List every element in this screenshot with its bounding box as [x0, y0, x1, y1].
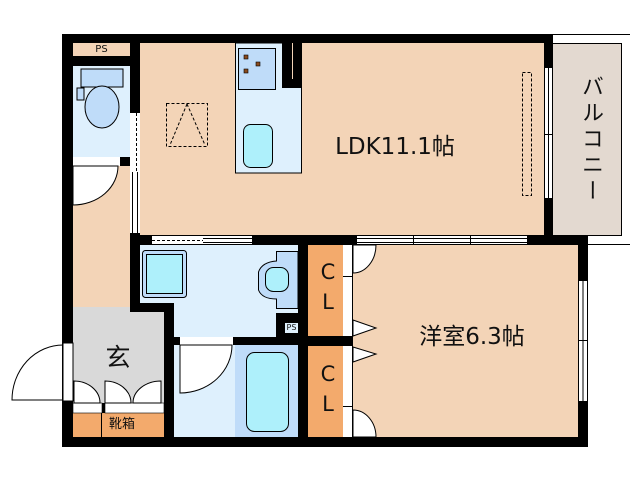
wall-closet-divider [298, 336, 353, 346]
wall-hallway-ldk [130, 43, 140, 245]
pipe-space-washroom-label: PS [286, 323, 297, 332]
wall-washroom-left [130, 245, 140, 312]
western-room [353, 245, 578, 437]
entrance-label: 玄 [105, 343, 131, 372]
wall-ldk-right [544, 34, 553, 245]
wall-entrance-top [130, 303, 174, 312]
balcony-area [553, 43, 622, 236]
closet-lower [308, 346, 343, 437]
wall-wash-bath [174, 337, 298, 345]
wall-toilet-door-jamb [120, 157, 130, 166]
wall-bottom [62, 437, 588, 447]
washroom-upper [140, 245, 298, 303]
closet-upper [308, 245, 343, 336]
hallway [73, 166, 130, 307]
wall-western-right [578, 235, 588, 447]
pipe-space-top-label: PS [95, 44, 108, 55]
shoe-cabinet-label: 靴箱 [108, 417, 135, 432]
wall-top [62, 34, 553, 43]
ldk-label: LDK11.1帖 [335, 134, 455, 160]
bathroom-floor [174, 345, 235, 437]
pipe-space-top [73, 43, 130, 56]
closet-upper-label: CL [316, 260, 340, 320]
wall-left [62, 34, 73, 447]
toilet-room [73, 66, 130, 157]
shoe-cabinet [73, 413, 164, 437]
western-room-label: 洋室6.3帖 [419, 324, 525, 350]
shoe-door-separator [102, 403, 105, 413]
balcony-label: バルコニー [578, 74, 603, 205]
closet-lower-label: CL [316, 362, 340, 422]
bathtub-area [235, 345, 298, 437]
wall-ps-bottom [73, 56, 130, 66]
wall-entrance-right [164, 303, 174, 437]
wall-ldk-bottom [130, 235, 588, 245]
